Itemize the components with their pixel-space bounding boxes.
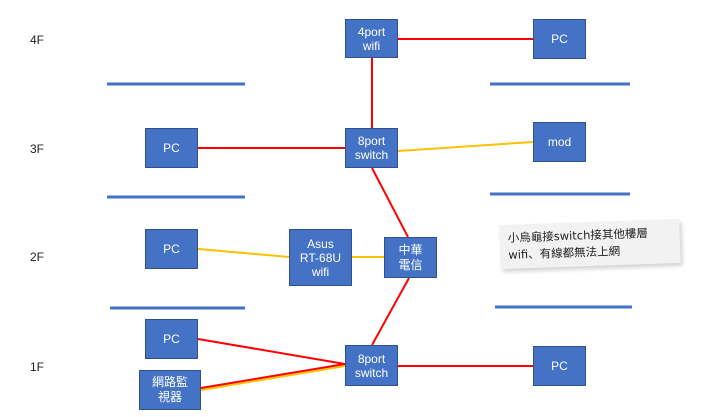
- switch-1f-node: 8port switch: [345, 345, 398, 386]
- floor-label-4f: 4F: [30, 33, 45, 47]
- link-nvr-to-switch-1f: [200, 363, 346, 389]
- pc-2f-node: PC: [145, 229, 198, 269]
- pc-3f-node: PC: [145, 128, 198, 168]
- floor-label-3f: 3F: [30, 142, 45, 156]
- link-pc-2f-to-asus: [197, 248, 290, 258]
- pc-4f-node: PC: [533, 19, 586, 59]
- link-pc-1f-to-switch-1f: [197, 338, 346, 365]
- cht-modem-node: 中華 電信: [384, 237, 437, 278]
- link-cht-to-switch-1f: [371, 277, 410, 346]
- floor-label-2f: 2F: [30, 250, 45, 264]
- wifi-4port-node: 4port wifi: [345, 19, 398, 58]
- pc-1f-right-node: PC: [533, 346, 586, 386]
- link-nvr-to-switch-1f-yellow: [200, 365, 346, 391]
- asus-router-node: Asus RT-68U wifi: [289, 229, 352, 286]
- pc-1f-left-node: PC: [145, 319, 198, 359]
- mod-3f-node: mod: [533, 122, 586, 162]
- link-switch-3f-to-mod: [397, 141, 534, 152]
- link-switch-3f-to-cht: [371, 167, 409, 238]
- floor-label-1f: 1F: [30, 360, 45, 374]
- nvr-1f-node: 網路監 視器: [139, 370, 201, 410]
- switch-3f-node: 8port switch: [345, 128, 398, 168]
- annotation-note: 小烏龜接switch接其他樓層 wifi、有線都無法上網: [499, 218, 681, 270]
